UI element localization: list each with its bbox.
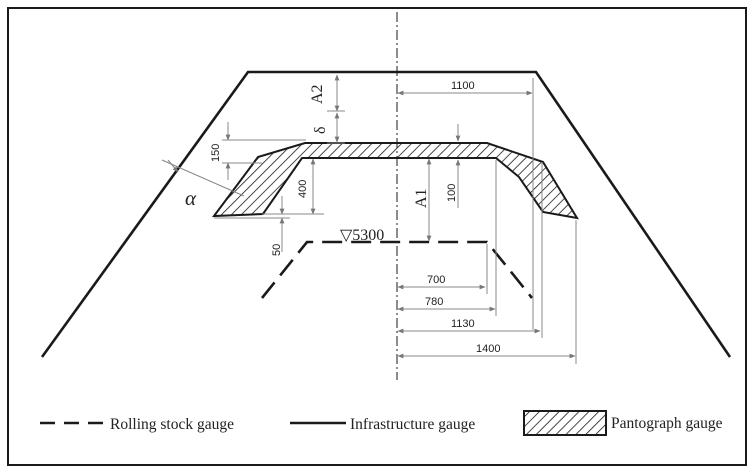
legend-rolling-stock-label: Rolling stock gauge <box>110 416 234 433</box>
legend-pantograph-swatch <box>523 410 607 436</box>
level-label: ▽5300 <box>340 227 384 244</box>
rolling-stock-gauge-outline <box>260 240 534 299</box>
pantograph-gauge-band <box>211 142 580 220</box>
infrastructure-gauge-outline <box>40 70 732 358</box>
dimension-50: 50 <box>271 244 283 256</box>
dimension-400: 400 <box>297 180 309 198</box>
dimension-1400: 1400 <box>476 343 500 355</box>
dimension-1130: 1130 <box>451 318 475 330</box>
dimension-lines <box>161 74 577 364</box>
dimension-100: 100 <box>446 184 458 202</box>
dimension-1100: 1100 <box>451 80 475 92</box>
a2-label: A2 <box>309 84 326 104</box>
delta-label: δ <box>312 126 329 134</box>
legend: Rolling stock gauge Infrastructure gauge… <box>40 410 723 436</box>
dimension-700: 700 <box>427 274 445 286</box>
alpha-label: α <box>185 186 197 210</box>
a1-label: A1 <box>413 188 430 208</box>
legend-infrastructure-label: Infrastructure gauge <box>350 416 475 433</box>
legend-pantograph-label: Pantograph gauge <box>611 415 723 432</box>
dimension-780: 780 <box>425 296 443 308</box>
diagram-frame <box>7 7 747 466</box>
dimension-150: 150 <box>210 144 222 162</box>
